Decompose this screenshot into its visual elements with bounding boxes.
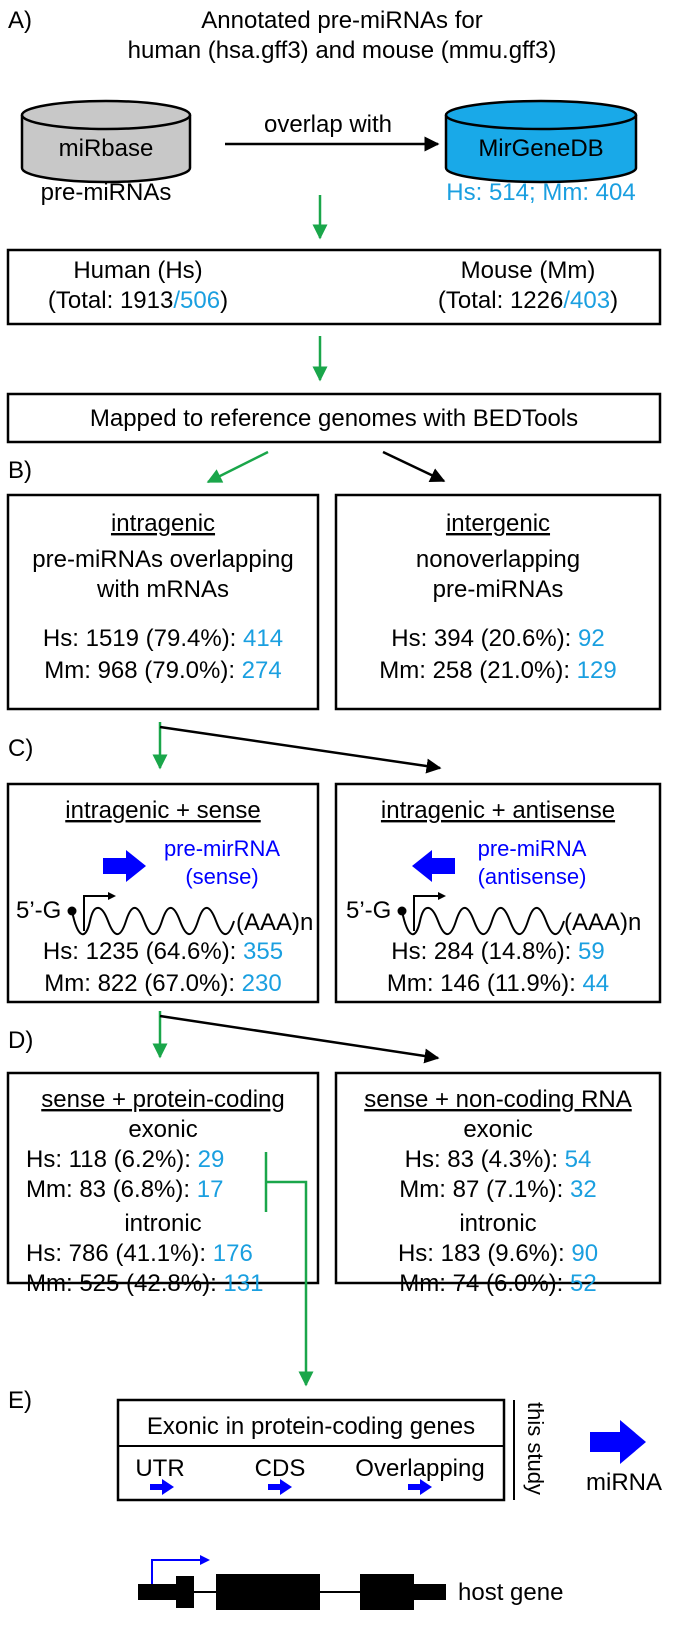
exonic-selection-bracket [264,1152,314,1387]
intragenic-title: intragenic [111,510,215,537]
antisense-five-prime: 5’-G [346,897,391,924]
intragenic-line2: with mRNAs [96,576,229,603]
host-gene-tss-arrowhead-icon [200,1555,210,1565]
noncoding-intronic-label: intronic [459,1210,536,1237]
protein-exonic-mm: Mm: 83 (6.8%): 17 [26,1176,223,1203]
sense-mm: Mm: 822 (67.0%): 230 [44,970,281,997]
intragenic-box [6,493,320,711]
protein-coding-title: sense + protein-coding [41,1086,285,1113]
panel-c-label: C) [8,735,33,762]
intragenic-mm: Mm: 968 (79.0%): 274 [44,657,281,684]
panel-a-title-line2: human (hsa.gff3) and mouse (mmu.gff3) [128,37,557,64]
exonic-box-title: Exonic in protein-coding genes [147,1413,475,1440]
sense-mirna-arrow-icon [103,850,146,882]
legend-mirna-arrow-icon [590,1420,646,1464]
mirbase-database-icon [20,99,192,184]
sense-mirna-line1: pre-mirRNA [164,836,280,861]
overlapping-label: Overlapping [355,1455,484,1482]
black-arrow-d [159,1014,440,1064]
noncoding-title: sense + non-coding RNA [364,1086,632,1113]
overlap-label: overlap with [264,111,392,138]
antisense-mirna-line2: (antisense) [478,864,587,889]
human-label: Human (Hs) [73,257,202,284]
sense-polya: (AAA)n [236,909,313,936]
intergenic-hs: Hs: 394 (20.6%): 92 [391,625,604,652]
panel-a-label: A) [8,7,32,34]
mirgenedb-label: MirGeneDB [478,135,603,162]
noncoding-exonic-hs: Hs: 83 (4.3%): 54 [405,1146,592,1173]
mapped-box [6,392,662,444]
totals-box [6,248,662,326]
mapped-label: Mapped to reference genomes with BEDTool… [90,405,578,432]
overlapping-mirna-arrow-icon [408,1479,432,1495]
green-arrow-b [206,450,269,484]
antisense-title: intragenic + antisense [381,797,615,824]
antisense-hs: Hs: 284 (14.8%): 59 [391,938,604,965]
intergenic-line2: pre-miRNAs [433,576,564,603]
protein-exonic-label: exonic [128,1116,197,1143]
sense-tss-arrow-icon [83,895,108,931]
mirbase-sublabel: pre-miRNAs [41,179,172,206]
panel-b-label: B) [8,457,32,484]
noncoding-box [334,1071,662,1285]
this-study-label: this study [523,1402,548,1495]
cds-mirna-arrow-icon [268,1479,292,1495]
panel-d-label: D) [8,1027,33,1054]
panel-a-title-line1: Annotated pre-miRNAs for [201,7,482,34]
protein-exonic-hs: Hs: 118 (6.2%): 29 [26,1146,224,1173]
sense-box [6,782,320,1004]
noncoding-intronic-hs: Hs: 183 (9.6%): 90 [398,1240,598,1267]
sense-tss-arrowhead-icon [108,892,116,900]
sense-title: intragenic + sense [65,797,260,824]
host-gene-schematic [138,1574,446,1610]
intergenic-title: intergenic [446,510,550,537]
cds-label: CDS [255,1455,306,1482]
sense-mrna-wave-icon [71,906,235,936]
host-gene-label: host gene [458,1579,563,1606]
intergenic-line1: nonoverlapping [416,546,580,573]
antisense-tss-arrowhead-icon [438,892,446,900]
human-total: (Total: 1913/506) [48,287,228,314]
panel-e-label: E) [8,1387,32,1414]
utr-mirna-arrow-icon [150,1479,174,1495]
mirgenedb-database-icon [444,99,638,184]
antisense-mrna-wave-icon [401,906,565,936]
protein-intronic-hs: Hs: 786 (41.1%): 176 [26,1240,253,1267]
black-arrow-b [382,450,446,483]
noncoding-exonic-mm: Mm: 87 (7.1%): 32 [399,1176,596,1203]
protein-intronic-mm: Mm: 525 (42.8%): 131 [26,1270,263,1297]
intragenic-line1: pre-miRNAs overlapping [32,546,293,573]
exonic-protein-coding-box [116,1398,506,1502]
antisense-mm: Mm: 146 (11.9%): 44 [387,970,609,997]
antisense-mirna-arrow-icon [412,850,455,882]
mirbase-label: miRbase [59,135,154,162]
host-gene-tss-arrow-icon [151,1559,200,1584]
noncoding-intronic-mm: Mm: 74 (6.0%): 52 [399,1270,596,1297]
sense-five-prime: 5’-G [16,897,61,924]
intergenic-box [334,493,662,711]
sense-hs: Hs: 1235 (64.6%): 355 [43,938,283,965]
antisense-polya: (AAA)n [564,909,641,936]
antisense-box [334,782,662,1004]
intragenic-hs: Hs: 1519 (79.4%): 414 [43,625,283,652]
antisense-tss-arrow-icon [413,895,438,931]
sense-mirna-line2: (sense) [185,864,258,889]
antisense-mirna-line1: pre-miRNA [478,836,587,861]
legend-mirna-label: miRNA [586,1469,662,1496]
mouse-label: Mouse (Mm) [461,257,596,284]
protein-intronic-label: intronic [124,1210,201,1237]
intergenic-mm: Mm: 258 (21.0%): 129 [379,657,616,684]
black-arrow-c [159,725,442,774]
utr-label: UTR [135,1455,184,1482]
mouse-total: (Total: 1226/403) [438,287,618,314]
mirgenedb-counts: Hs: 514; Mm: 404 [446,179,635,206]
noncoding-exonic-label: exonic [463,1116,532,1143]
